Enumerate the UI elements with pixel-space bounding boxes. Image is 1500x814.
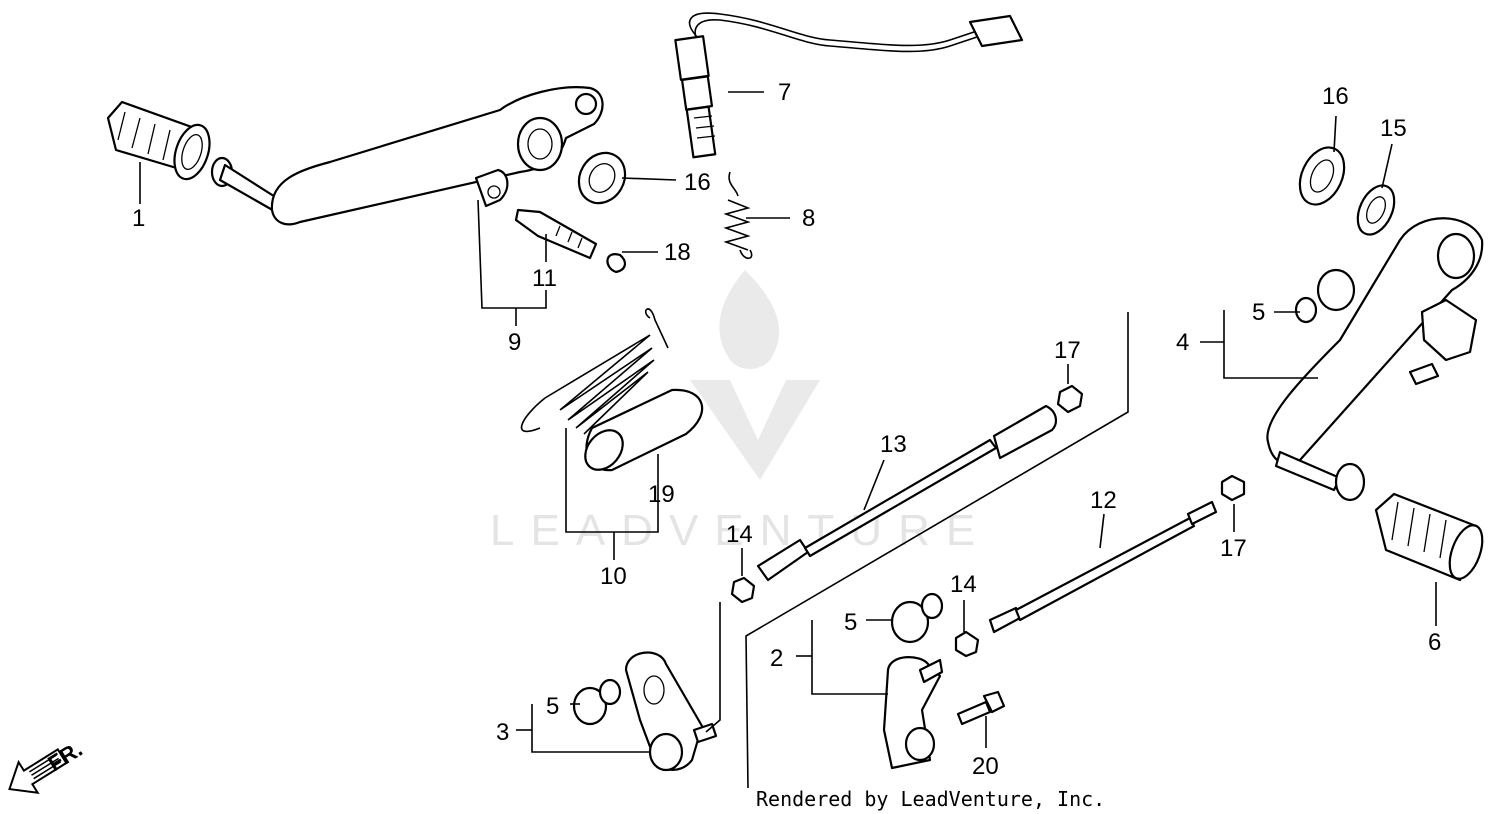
callout-5-center: 5	[844, 609, 857, 636]
callout-19: 19	[648, 481, 675, 508]
credit-text: Rendered by LeadVenture, Inc.	[756, 787, 1105, 811]
callout-9: 9	[508, 329, 521, 356]
callout-5-lower-left: 5	[546, 693, 559, 720]
nut-14-left	[730, 576, 756, 604]
front-direction-arrow-icon	[8, 748, 68, 794]
callout-5-right: 5	[1252, 299, 1265, 326]
collar-19	[584, 388, 704, 472]
pivot-bolt	[514, 208, 598, 260]
ball-joint-5-right	[1294, 268, 1356, 324]
callout-8: 8	[802, 205, 815, 232]
return-spring-8	[723, 171, 753, 260]
callout-4: 4	[1176, 329, 1189, 356]
shift-pedal-rubber	[1374, 492, 1484, 582]
callout-16-left: 16	[684, 169, 711, 196]
assembly-divider	[745, 312, 1129, 789]
callout-14-center: 14	[950, 571, 977, 598]
callout-18: 18	[664, 239, 691, 266]
stop-switch	[674, 12, 1024, 159]
return-spring-10	[520, 308, 669, 435]
callout-11: 11	[532, 265, 557, 292]
bolt-20	[956, 690, 1006, 726]
callout-10: 10	[600, 563, 627, 590]
callout-2: 2	[770, 645, 783, 672]
dust-seal-16-left	[577, 151, 627, 205]
shift-arm-2	[882, 656, 944, 770]
callout-1: 1	[132, 205, 145, 232]
shift-rod-12	[988, 500, 1218, 634]
ball-joint-5-lower-center	[890, 592, 944, 644]
callout-17-right: 17	[1220, 535, 1247, 562]
nut-17-right	[1220, 474, 1246, 502]
callout-20: 20	[972, 753, 999, 780]
shift-rod-13	[756, 404, 1058, 582]
ball-joint-5-lower-left	[572, 678, 622, 726]
callout-13: 13	[880, 431, 907, 458]
callout-3: 3	[496, 719, 509, 746]
leader-lines	[139, 91, 1437, 753]
callout-6: 6	[1428, 629, 1441, 656]
callout-12: 12	[1090, 487, 1117, 514]
shift-pedal-arm	[1266, 217, 1484, 502]
callout-15: 15	[1380, 115, 1407, 142]
brake-pedal-rubber	[106, 100, 211, 181]
e-clip-18	[606, 253, 626, 274]
nut-17-top	[1056, 384, 1084, 414]
dust-seal-16-right	[1298, 146, 1346, 206]
callout-17-top: 17	[1054, 337, 1081, 364]
washer-15	[1356, 184, 1396, 236]
callout-7: 7	[778, 79, 791, 106]
callout-16-right: 16	[1322, 83, 1349, 110]
nut-14-center	[954, 630, 980, 658]
brake-pedal-arm	[210, 86, 604, 226]
watermark-logo	[690, 270, 820, 480]
watermark-text: LEADVENTURE	[490, 506, 991, 555]
callout-14-left: 14	[726, 521, 753, 548]
